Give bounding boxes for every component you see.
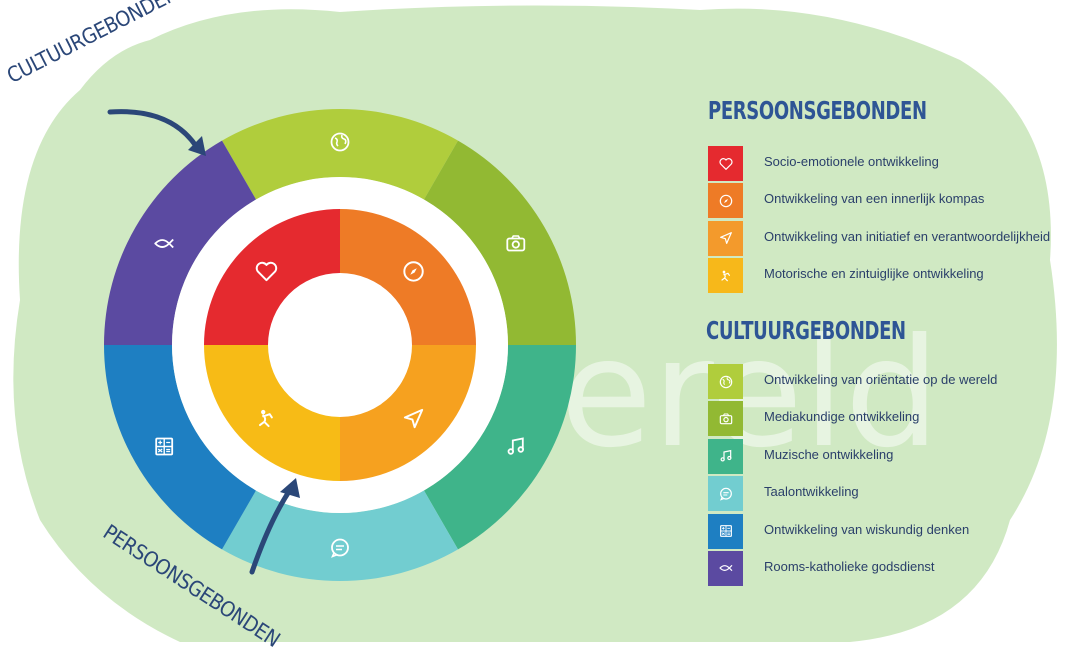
legend-label: Ontwikkeling van wiskundig denken bbox=[764, 521, 970, 537]
compass-icon bbox=[719, 194, 732, 208]
legend-label: Ontwikkeling van initiatief en verantwoo… bbox=[764, 228, 1051, 244]
globe-icon bbox=[719, 375, 732, 388]
outer-segment-fish bbox=[104, 140, 256, 345]
legend-heading-persoonsgebonden: PERSOONSGEBONDEN bbox=[708, 96, 927, 125]
outer-segment-camera bbox=[424, 140, 576, 345]
legend-label: Muzische ontwikkeling bbox=[764, 446, 894, 462]
camera-icon bbox=[719, 413, 732, 425]
legend-label: Taalontwikkeling bbox=[764, 484, 859, 500]
inner-segment-heart bbox=[204, 209, 340, 345]
callout-arrow bbox=[107, 109, 199, 149]
legend-label: Motorische en zintuiglijke ontwikkeling bbox=[764, 266, 984, 282]
legend-label: Mediakundige ontwikkeling bbox=[764, 409, 920, 425]
legend-swatch bbox=[708, 476, 743, 512]
outer-segment-speech-bubble bbox=[222, 490, 458, 582]
legend-swatch bbox=[708, 401, 743, 437]
legend-label: Rooms-katholieke godsdienst bbox=[764, 558, 935, 574]
legend-label: Ontwikkeling van oriëntatie op de wereld bbox=[764, 372, 998, 387]
send-icon bbox=[719, 232, 732, 245]
inner-segment-send bbox=[340, 345, 476, 481]
gymnast-icon bbox=[258, 409, 273, 428]
send-icon bbox=[403, 408, 424, 429]
inner-segment-gymnast bbox=[204, 345, 340, 481]
outer-segment-music-note bbox=[424, 345, 576, 550]
calculator-icon bbox=[719, 525, 732, 537]
fish-icon bbox=[154, 238, 174, 249]
legend-label: Socio-emotionele ontwikkeling bbox=[764, 154, 939, 169]
callout-arrow bbox=[249, 487, 293, 575]
arrow-head bbox=[280, 478, 300, 498]
arrow-head bbox=[188, 136, 206, 156]
outer-segment-calculator bbox=[104, 345, 256, 550]
compass-icon bbox=[403, 261, 424, 282]
legend-swatch bbox=[708, 258, 743, 294]
music-note-icon bbox=[507, 437, 525, 455]
legend-swatch bbox=[708, 220, 743, 256]
outer-segment-globe bbox=[222, 109, 458, 200]
fish-icon bbox=[718, 565, 732, 572]
speech-bubble-icon bbox=[331, 538, 349, 558]
legend-swatch bbox=[708, 513, 743, 549]
inner-segment-compass bbox=[340, 209, 476, 345]
legend-swatch bbox=[708, 183, 743, 219]
gymnast-icon bbox=[720, 270, 730, 281]
music-note-icon bbox=[720, 450, 731, 462]
legend-swatch bbox=[708, 364, 743, 399]
legend-swatch bbox=[708, 438, 743, 474]
heart-icon bbox=[718, 157, 733, 170]
legend-label: Ontwikkeling van een innerlijk kompas bbox=[764, 191, 985, 207]
speech-bubble-icon bbox=[719, 487, 732, 501]
legend-heading-cultuurgebonden: CULTUURGEBONDEN bbox=[706, 316, 906, 345]
legend-swatch bbox=[708, 146, 743, 181]
legend-swatch bbox=[708, 550, 743, 586]
camera-icon bbox=[506, 235, 526, 252]
globe-icon bbox=[330, 132, 350, 152]
heart-icon bbox=[255, 261, 278, 282]
watermark-text: ereld bbox=[560, 307, 940, 481]
calculator-icon bbox=[155, 437, 174, 456]
